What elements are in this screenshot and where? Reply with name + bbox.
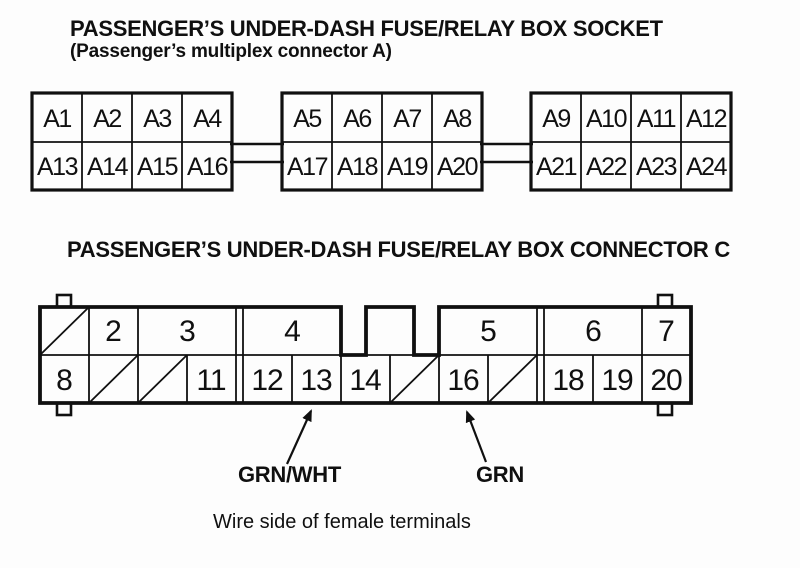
terminal-label: 3 xyxy=(179,315,195,348)
terminal-label: 16 xyxy=(447,364,479,397)
socket-cell-label: A10 xyxy=(586,105,627,133)
socket-block-2: A5 A6 A7 A8 A17 A18 A19 A20 xyxy=(280,91,484,192)
socket-cell-label: A9 xyxy=(542,105,570,133)
arrow-to-terminal-16 xyxy=(465,410,488,463)
terminal-label: 4 xyxy=(284,315,300,348)
socket-cell-label: A22 xyxy=(586,153,627,181)
wire-color-label-grn: GRN xyxy=(476,462,524,487)
connector-grid-lines xyxy=(40,307,691,403)
socket-cell-label: A7 xyxy=(393,105,421,133)
socket-cell-label: A18 xyxy=(337,153,378,181)
socket-cell-label: A21 xyxy=(536,153,577,181)
socket-cell-label: A4 xyxy=(193,105,222,133)
connector-title: PASSENGER’S UNDER-DASH FUSE/RELAY BOX CO… xyxy=(67,237,730,262)
terminal-label: 13 xyxy=(300,364,332,397)
terminal-label: 11 xyxy=(196,364,225,397)
terminal-label: 19 xyxy=(601,364,633,397)
socket-block-3: A9 A10 A11 A12 A21 A22 A23 A24 xyxy=(529,91,733,192)
socket-cell-label: A13 xyxy=(37,153,78,181)
terminal-label: 5 xyxy=(480,315,496,348)
socket-cell-label: A23 xyxy=(636,153,677,181)
terminal-label: 14 xyxy=(349,364,381,397)
socket-subtitle: (Passenger’s multiplex connector A) xyxy=(70,41,392,62)
socket-cell-label: A15 xyxy=(137,153,178,181)
socket-cell-label: A11 xyxy=(637,105,676,133)
terminal-label: 18 xyxy=(552,364,584,397)
terminal-label: 6 xyxy=(585,315,601,348)
terminal-label: 20 xyxy=(650,364,682,397)
terminal-label: 2 xyxy=(105,315,121,348)
wire-color-label-grn-wht: GRN/WHT xyxy=(238,462,341,487)
socket-title: PASSENGER’S UNDER-DASH FUSE/RELAY BOX SO… xyxy=(70,16,663,41)
socket-cell-label: A16 xyxy=(187,153,228,181)
socket-cell-label: A5 xyxy=(293,105,321,133)
socket-cell-label: A19 xyxy=(387,153,428,181)
socket-cell-label: A1 xyxy=(43,105,71,133)
socket-diagram: A1 A2 A3 A4 A13 A14 A15 A16 A5 A6 A7 A8 xyxy=(30,91,733,192)
blocked-cell-diagonals xyxy=(39,306,538,404)
arrow-to-terminal-13 xyxy=(285,409,313,465)
terminal-label: 12 xyxy=(251,364,283,397)
wire-callout-arrows xyxy=(285,409,488,465)
socket-cell-label: A17 xyxy=(287,153,328,181)
terminal-label: 7 xyxy=(658,315,674,348)
connector-c-diagram: 2 3 4 5 6 7 8 11 12 13 14 16 18 19 20 xyxy=(38,293,693,465)
socket-block-1: A1 A2 A3 A4 A13 A14 A15 A16 xyxy=(30,91,234,192)
socket-cell-label: A12 xyxy=(686,105,727,133)
socket-bridge-left xyxy=(230,142,284,164)
connector-terminal-labels: 2 3 4 5 6 7 8 11 12 13 14 16 18 19 20 xyxy=(56,315,683,397)
socket-bridge-right xyxy=(480,142,533,164)
socket-cell-label: A20 xyxy=(437,153,478,181)
socket-cell-label: A6 xyxy=(343,105,371,133)
wire-side-caption: Wire side of female terminals xyxy=(213,511,471,533)
socket-cell-label: A24 xyxy=(686,153,728,181)
socket-cell-label: A2 xyxy=(93,105,121,133)
socket-cell-label: A3 xyxy=(143,105,171,133)
terminal-label: 8 xyxy=(56,364,72,397)
socket-cell-label: A8 xyxy=(443,105,471,133)
socket-cell-label: A14 xyxy=(87,153,129,181)
